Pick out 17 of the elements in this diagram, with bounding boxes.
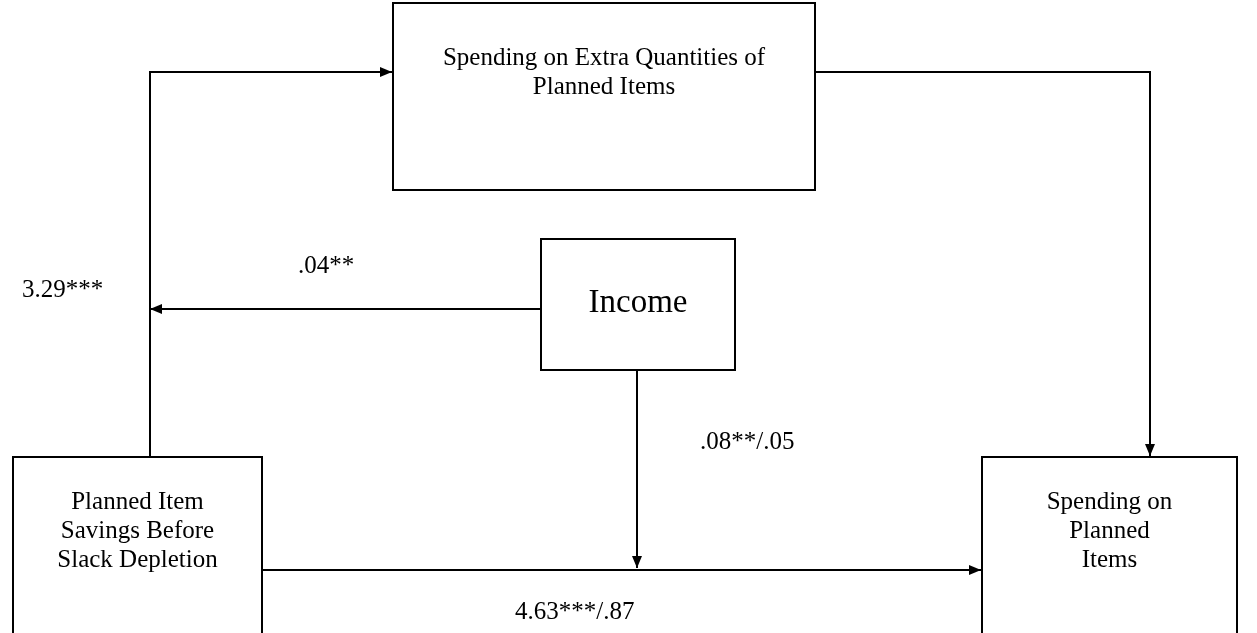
arrow xyxy=(149,304,541,314)
arrow xyxy=(815,71,1155,457)
variable-box xyxy=(12,456,263,633)
arrow xyxy=(632,370,642,569)
variable-name: Income xyxy=(588,282,688,321)
path-coefficient: 3.29*** xyxy=(22,274,104,303)
variable-name: Spending on Planned Items xyxy=(1045,486,1174,573)
path-coefficient: .08**/.05 xyxy=(700,426,795,455)
arrow xyxy=(262,565,982,575)
variable-name: Spending on Extra Quantities of Planned Items xyxy=(441,42,767,100)
variable-box xyxy=(981,456,1238,633)
arrow xyxy=(149,67,393,457)
path-coefficient: 4.63***/.87 xyxy=(515,596,635,625)
variable-name: Planned Item Savings Before Slack Depletion xyxy=(56,486,219,573)
path-coefficient: .04** xyxy=(298,250,355,279)
variable-box xyxy=(540,238,736,371)
variable-box xyxy=(392,2,816,191)
